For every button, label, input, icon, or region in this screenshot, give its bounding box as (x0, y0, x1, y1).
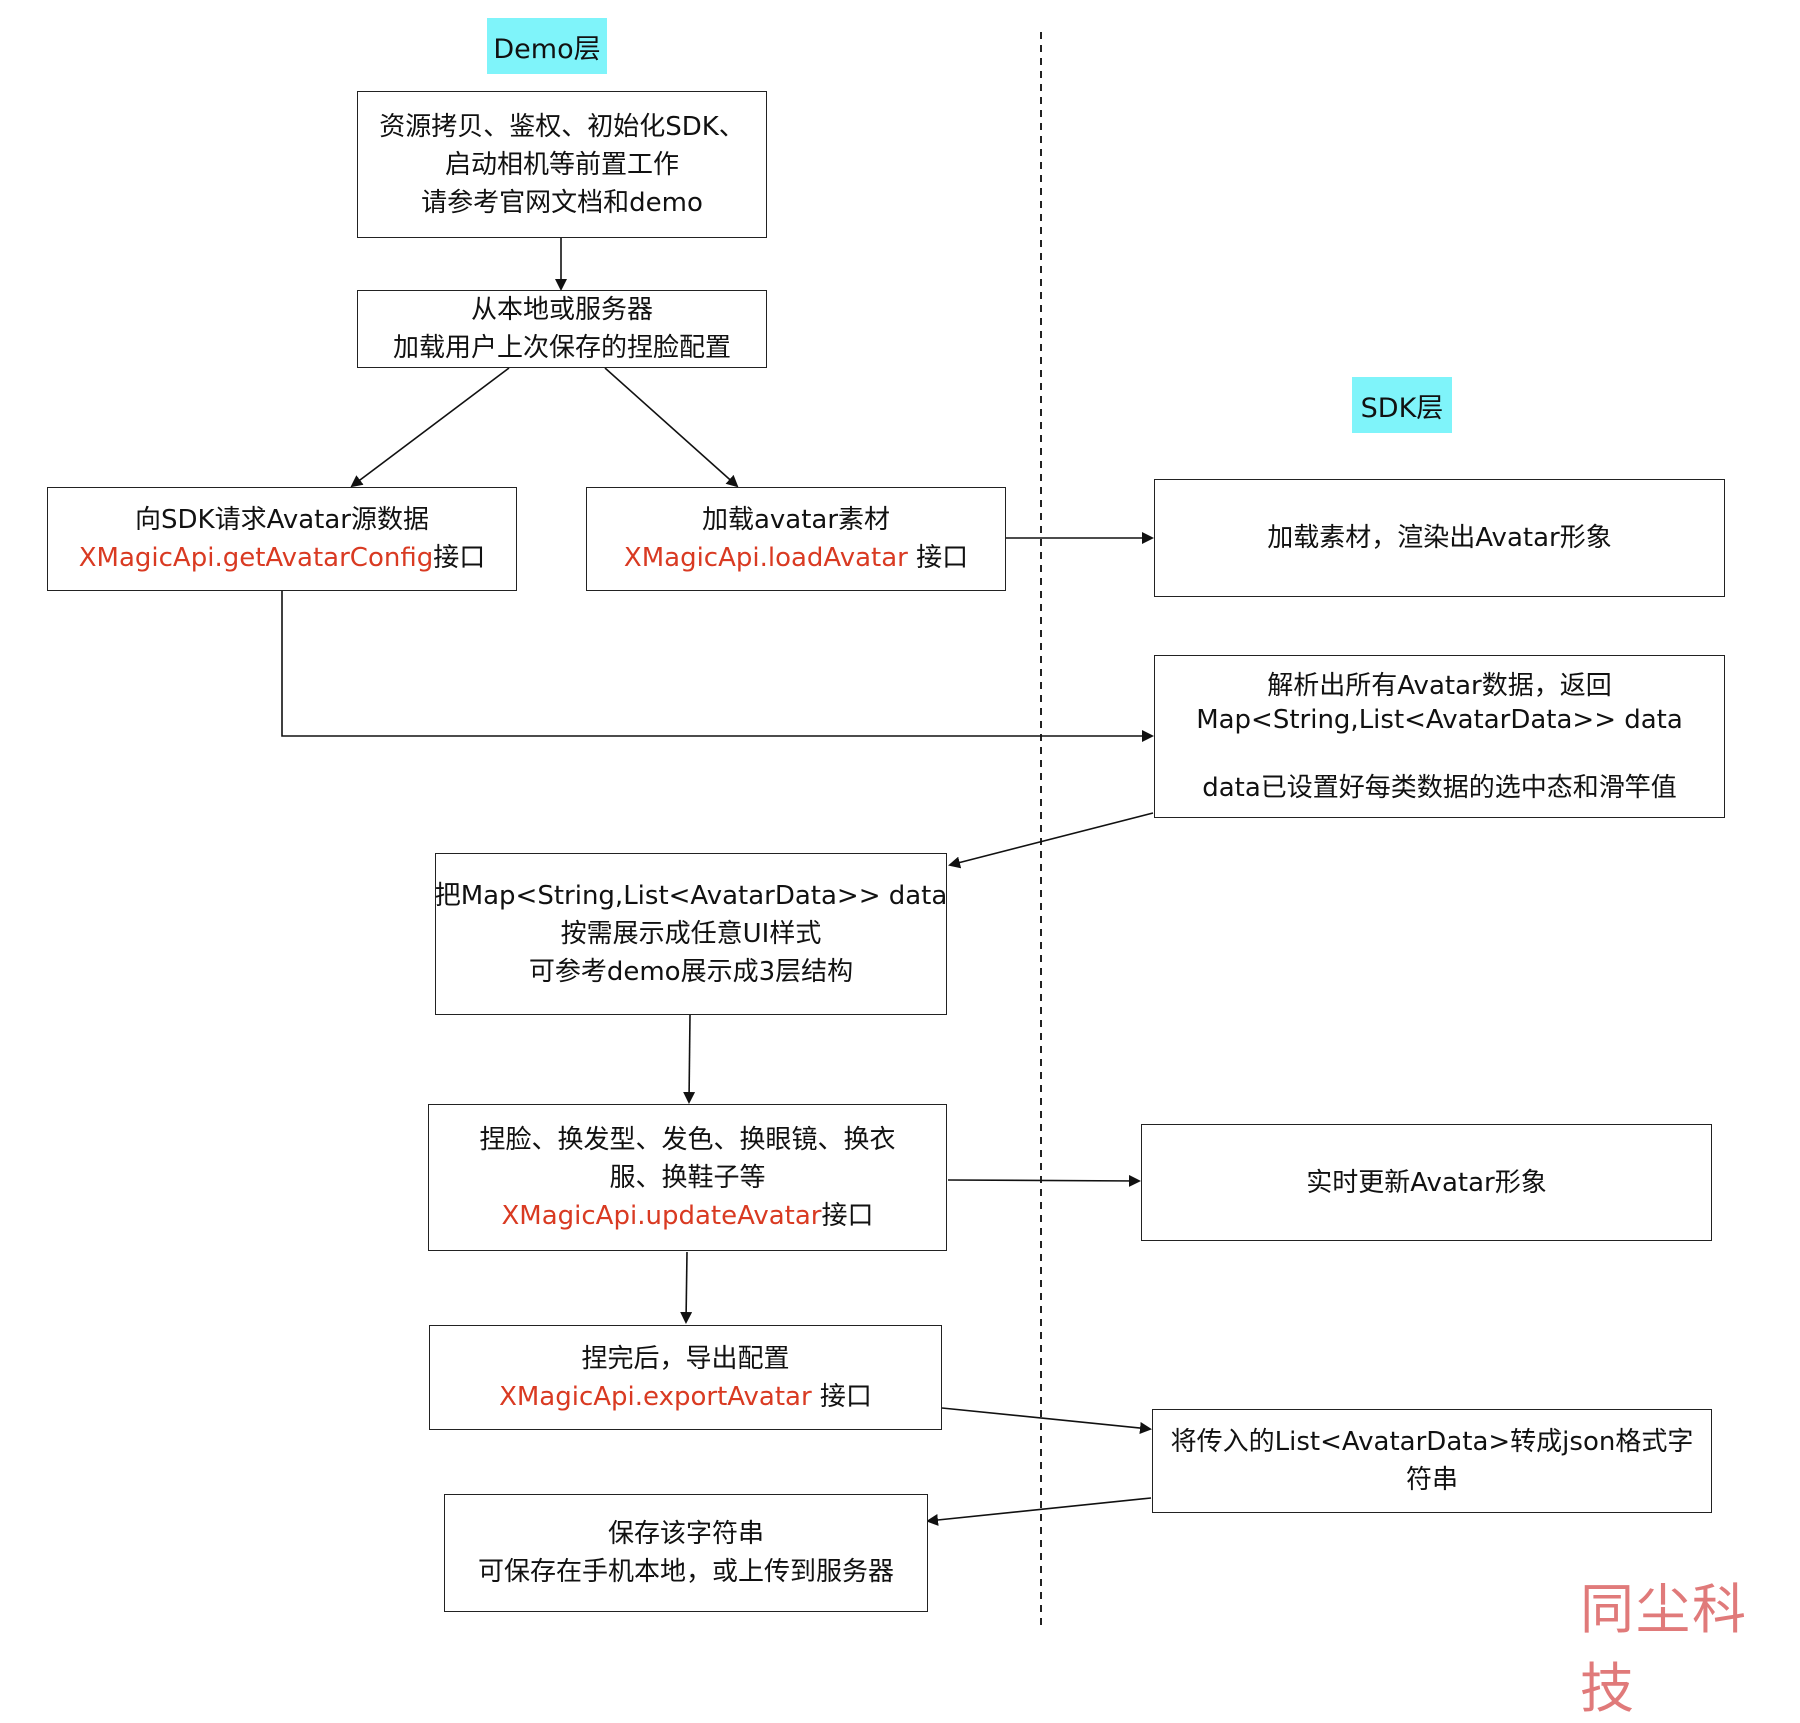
arrow-parse-to-display (948, 812, 1154, 869)
api-suffix: 接口 (821, 1200, 874, 1231)
api-export-avatar: XMagicApi.exportAvatar (499, 1381, 812, 1412)
node-sdk-json-line-1: 将传入的List<AvatarData>转成json格式字 (1170, 1427, 1694, 1457)
node-load-avatar: 加载avatar素材 XMagicApi.loadAvatar 接口 (586, 487, 1006, 591)
node-save-line-2: 可保存在手机本地，或上传到服务器 (477, 1557, 894, 1587)
node-export: 捏完后，导出配置 XMagicApi.exportAvatar 接口 (429, 1325, 942, 1430)
node-sdk-update: 实时更新Avatar形象 (1141, 1124, 1712, 1241)
sdk-layer-label-text: SDK层 (1360, 392, 1444, 424)
node-request-avatar: 向SDK请求Avatar源数据 XMagicApi.getAvatarConfi… (47, 487, 517, 591)
node-display-line-3: 可参考demo展示成3层结构 (528, 957, 854, 987)
arrow-export-to-json (941, 1407, 1152, 1434)
node-prep-line-1: 资源拷贝、鉴权、初始化SDK、 (379, 111, 745, 142)
api-load-avatar: XMagicApi.loadAvatar (623, 543, 908, 573)
node-prep: 资源拷贝、鉴权、初始化SDK、 启动相机等前置工作 请参考官网文档和demo (357, 91, 767, 238)
node-sdk-json-line-2: 符串 (1405, 1465, 1458, 1495)
arrow-display-to-edit (683, 1014, 696, 1104)
api-suffix: 接口 (907, 543, 969, 573)
node-load-avatar-line-2: XMagicApi.loadAvatar 接口 (624, 539, 968, 577)
watermark: 同尘科技 (1580, 1578, 1748, 1720)
node-edit-line-2: 服、换鞋子等 (609, 1162, 766, 1193)
node-sdk-json: 将传入的List<AvatarData>转成json格式字 符串 (1152, 1409, 1712, 1513)
node-sdk-update-line-1: 实时更新Avatar形象 (1306, 1167, 1547, 1198)
node-display: 把Map<String,List<AvatarData>> data 按需展示成… (435, 853, 947, 1015)
node-load-avatar-line-1: 加载avatar素材 (701, 505, 891, 535)
node-request-avatar-line-2: XMagicApi.getAvatarConfig接口 (79, 539, 486, 577)
demo-layer-label: Demo层 (487, 18, 607, 74)
api-suffix: 接口 (433, 543, 486, 573)
flow-connectors (281, 32, 1154, 1631)
node-save: 保存该字符串 可保存在手机本地，或上传到服务器 (444, 1494, 928, 1612)
node-prep-line-3: 请参考官网文档和demo (421, 187, 703, 218)
node-edit-line-1: 捏脸、换发型、发色、换眼镜、换衣 (479, 1124, 896, 1155)
api-update-avatar: XMagicApi.updateAvatar (501, 1200, 822, 1231)
node-prep-line-2: 启动相机等前置工作 (444, 149, 679, 180)
node-sdk-render: 加载素材，渲染出Avatar形象 (1154, 479, 1725, 597)
api-get-avatar-config: XMagicApi.getAvatarConfig (78, 543, 434, 573)
node-sdk-parse-line-4: data已设置好每类数据的选中态和滑竿值 (1202, 772, 1677, 803)
node-save-line-1: 保存该字符串 (607, 1519, 764, 1549)
demo-layer-label-text: Demo层 (493, 33, 601, 65)
sdk-layer-label: SDK层 (1352, 377, 1452, 433)
node-sdk-parse-line-2: Map<String,List<AvatarData>> data (1196, 704, 1683, 735)
node-load-config: 从本地或服务器 加载用户上次保存的捏脸配置 (357, 290, 767, 368)
node-display-line-2: 按需展示成任意UI样式 (560, 919, 822, 949)
arrow-load-config-to-request (350, 367, 510, 488)
arrow-edit-to-update (947, 1174, 1141, 1187)
node-load-config-line-1: 从本地或服务器 (470, 295, 653, 325)
node-sdk-render-line-1: 加载素材，渲染出Avatar形象 (1267, 523, 1612, 553)
api-suffix: 接口 (811, 1381, 872, 1412)
node-edit: 捏脸、换发型、发色、换眼镜、换衣 服、换鞋子等 XMagicApi.update… (428, 1104, 947, 1251)
arrow-json-to-save (926, 1497, 1152, 1526)
node-edit-line-3: XMagicApi.updateAvatar接口 (501, 1197, 873, 1235)
node-sdk-parse-line-1: 解析出所有Avatar数据，返回 (1267, 670, 1612, 701)
node-request-avatar-line-1: 向SDK请求Avatar源数据 (135, 505, 429, 535)
node-export-line-1: 捏完后，导出配置 (581, 1343, 790, 1374)
arrow-load-config-to-load-avatar (604, 367, 739, 488)
arrow-edit-to-export (680, 1251, 693, 1324)
node-load-config-line-2: 加载用户上次保存的捏脸配置 (392, 333, 731, 363)
arrow-request-to-parse (281, 590, 1154, 742)
node-export-line-2: XMagicApi.exportAvatar 接口 (499, 1378, 872, 1416)
node-display-line-1: 把Map<String,List<AvatarData>> data (434, 881, 948, 911)
node-sdk-parse: 解析出所有Avatar数据，返回 Map<String,List<AvatarD… (1154, 655, 1725, 818)
